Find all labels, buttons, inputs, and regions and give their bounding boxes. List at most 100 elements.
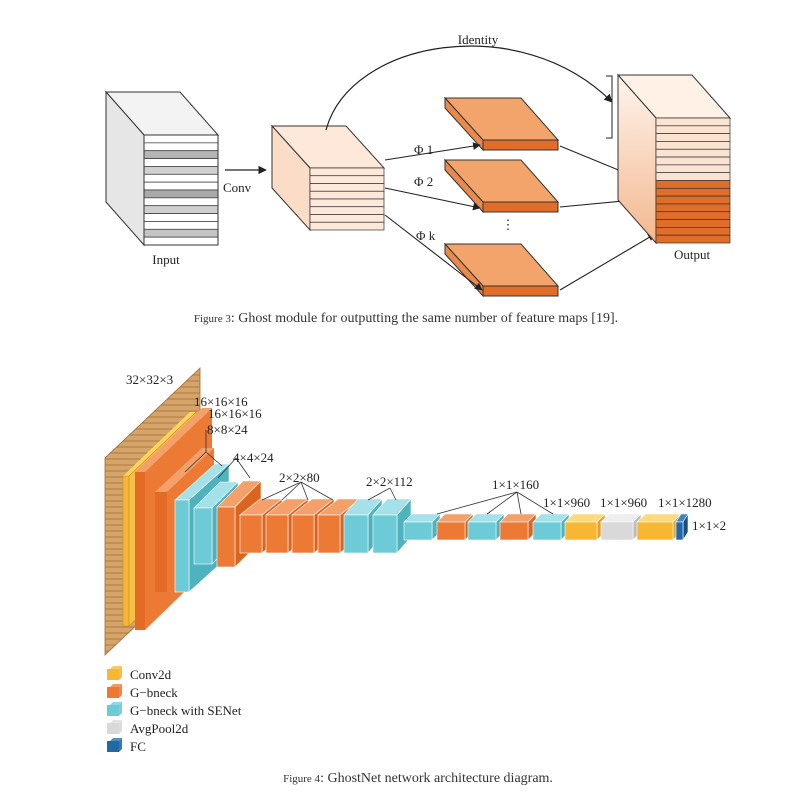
- input-slice: [143, 181, 219, 191]
- legend-swatch: [107, 741, 119, 752]
- legend-swatch-side: [119, 720, 122, 734]
- output-slice: [655, 234, 731, 244]
- output-slice: [655, 133, 731, 142]
- dim-label-2x2x80: 2×2×80: [279, 470, 320, 485]
- output-slice: [655, 156, 731, 166]
- ghost-plate-1: [443, 96, 560, 152]
- avgpool-1x1x960: [600, 513, 642, 541]
- identity-arrow: [325, 45, 613, 131]
- dimension-leaders: [184, 430, 554, 515]
- legend-item: G−bneck: [107, 684, 178, 700]
- output-slice: [655, 219, 731, 228]
- legend-label: Conv2d: [130, 667, 172, 682]
- input-label: Input: [152, 252, 180, 267]
- input-slice: [143, 236, 219, 246]
- identity-label: Identity: [458, 32, 499, 47]
- legend-swatch-top: [110, 702, 122, 705]
- ghost-plate-k: [443, 242, 560, 298]
- intrinsic-slice: [309, 190, 385, 200]
- phi2-label: Φ 2: [414, 174, 433, 189]
- dim-label-1x1x1280: 1×1×1280: [658, 495, 712, 510]
- legend-item: G−bneck with SENet: [107, 702, 242, 718]
- legend-swatch-top: [110, 666, 122, 669]
- phik-label: Φ k: [416, 228, 436, 243]
- dim-label-1x1x960-a: 1×1×960: [543, 495, 590, 510]
- intrinsic-slice: [309, 221, 385, 231]
- output-slice: [655, 211, 731, 220]
- dim-label-input: 32×32×3: [126, 372, 173, 387]
- gbneck-1x1x160-d: [499, 513, 537, 541]
- input-slice: [143, 189, 219, 199]
- input-feature-stack: [104, 90, 220, 247]
- output-slice: [655, 180, 731, 189]
- legend-label: AvgPool2d: [130, 721, 189, 736]
- legend-swatch-top: [110, 684, 122, 687]
- legend-swatch-side: [119, 666, 122, 680]
- ghost-plate-2: [443, 158, 560, 214]
- dim-label-2x2x112: 2×2×112: [366, 474, 413, 489]
- input-slice: [143, 134, 219, 144]
- dim-label-gbneck1: 16×16×16: [208, 406, 262, 421]
- legend-item: Conv2d: [107, 666, 172, 682]
- legend-swatch-top: [110, 738, 122, 741]
- gbneck-se-2x2x112-a: [343, 498, 383, 554]
- input-slice: [143, 205, 219, 214]
- output-slice: [655, 164, 731, 174]
- legend-item: FC: [107, 738, 146, 754]
- input-slice: [143, 228, 219, 238]
- intrinsic-slice: [309, 198, 385, 208]
- legend-swatch-side: [119, 684, 122, 698]
- legend-swatch-side: [119, 702, 122, 716]
- legend-label: G−bneck with SENet: [130, 703, 242, 718]
- legend-swatch-side: [119, 738, 122, 752]
- input-slice: [143, 221, 219, 230]
- legend-swatch-top: [110, 720, 122, 723]
- output-label: Output: [674, 247, 711, 262]
- phi1-label: Φ 1: [414, 142, 433, 157]
- dim-label-output: 1×1×2: [692, 518, 726, 533]
- intrinsic-slice: [309, 214, 385, 223]
- phik-arrow: [384, 214, 483, 291]
- gbneck-se-1x1x160-a: [403, 513, 441, 541]
- dim-label-1x1x160: 1×1×160: [492, 477, 539, 492]
- dim-label-4x4: 4×4×24: [233, 450, 274, 465]
- output-slice: [655, 117, 731, 127]
- legend-swatch: [107, 705, 119, 716]
- ellipsis-label: ⋮: [502, 217, 515, 232]
- conv-label: Conv: [223, 180, 252, 195]
- output-feature-stack: [616, 73, 732, 245]
- output-slice: [655, 203, 731, 213]
- legend-swatch: [107, 669, 119, 680]
- figure3-caption: Figure 3: Ghost module for outputting th…: [194, 311, 618, 326]
- intrinsic-slice: [309, 175, 385, 184]
- output-slice: [655, 172, 731, 181]
- phi2-arrow: [384, 187, 481, 211]
- input-slice: [143, 150, 219, 159]
- output-slice: [655, 148, 731, 158]
- input-slice: [143, 158, 219, 167]
- conv2d-1x1x960: [564, 513, 606, 541]
- intrinsic-slice: [309, 183, 385, 192]
- figure3-ghost-module: Input Conv Identity Output Φ 1 Φ 2 Φ k ⋮…: [104, 32, 732, 326]
- gbneck-se-1x1x160-e: [532, 513, 570, 541]
- input-slice: [143, 213, 219, 222]
- dim-label-1x1x960-b: 1×1×960: [600, 495, 647, 510]
- intrinsic-slice: [309, 206, 385, 215]
- dim-label-conv: 16×16×16: [194, 394, 248, 409]
- legend-label: FC: [130, 739, 146, 754]
- conv2d-1x1x1280: [636, 513, 682, 541]
- legend-label: G−bneck: [130, 685, 178, 700]
- legend-swatch: [107, 723, 119, 734]
- output-slice: [655, 141, 731, 150]
- intrinsic-feature-stack: [270, 124, 386, 232]
- legend-swatch: [107, 687, 119, 698]
- input-slice: [143, 197, 219, 207]
- input-slice: [143, 173, 219, 183]
- figure4-caption: Figure 4: GhostNet network architecture …: [283, 771, 553, 786]
- fc-output: [675, 512, 689, 542]
- output-slice: [655, 195, 731, 205]
- ghostk-to-output-arrow: [559, 233, 656, 291]
- input-slice: [143, 142, 219, 152]
